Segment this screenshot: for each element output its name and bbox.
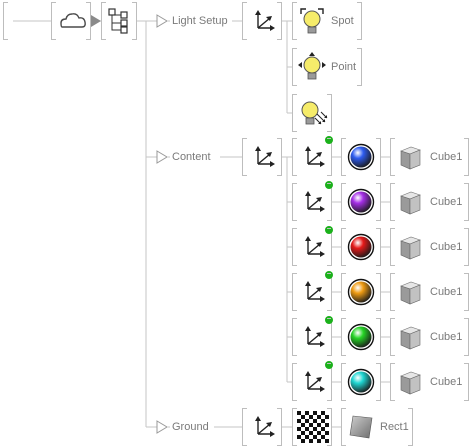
content-transform-node[interactable]: [242, 138, 282, 176]
item-transform-node[interactable]: [292, 361, 333, 401]
axis-transform-icon: [255, 416, 275, 437]
item-transform-node[interactable]: [292, 226, 333, 266]
cloud-camera-icon: [60, 13, 86, 28]
material-sphere-icon: [347, 323, 375, 351]
item-shape-label: Cube1: [430, 196, 463, 208]
item-shape-label: Cube1: [430, 241, 463, 253]
item-shape-node[interactable]: Cube1: [390, 318, 469, 356]
axis-transform-icon: [255, 146, 275, 167]
camera-node[interactable]: [51, 2, 91, 40]
item-material-node[interactable]: [341, 273, 381, 311]
item-shape-node[interactable]: Cube1: [390, 138, 469, 176]
rect-shape-icon: [349, 415, 373, 439]
cube-icon: [400, 326, 421, 350]
active-status-dot: [325, 181, 333, 189]
item-shape-label: Cube1: [430, 376, 463, 388]
axis-transform-icon: [305, 281, 325, 302]
material-sphere-icon: [347, 278, 375, 306]
axis-transform-icon: [305, 371, 325, 392]
group-label-content[interactable]: Content: [172, 151, 211, 163]
axis-transform-icon: [305, 191, 325, 212]
collapse-arrow-icon[interactable]: [156, 420, 168, 434]
material-sphere-icon: [347, 188, 375, 216]
active-status-dot: [325, 226, 333, 234]
spot-light-node[interactable]: Spot: [292, 2, 362, 40]
item-shape-label: Cube1: [430, 331, 463, 343]
ground-transform-node[interactable]: [242, 408, 282, 446]
item-transform-node[interactable]: [292, 181, 333, 221]
ground-shape-label: Rect1: [380, 421, 409, 433]
light-setup-transform-node[interactable]: [242, 2, 282, 40]
item-transform-node[interactable]: [292, 271, 333, 311]
item-shape-label: Cube1: [430, 286, 463, 298]
spot-light-label: Spot: [331, 15, 354, 27]
item-shape-node[interactable]: Cube1: [390, 183, 469, 221]
directional-light-node[interactable]: [292, 94, 332, 132]
cube-icon: [400, 281, 421, 305]
collapse-arrow-icon[interactable]: [156, 14, 168, 28]
point-light-bulb-icon: [298, 52, 326, 80]
spot-light-bulb-icon: [300, 8, 324, 34]
checker-texture-icon: [297, 411, 329, 443]
item-material-node[interactable]: [341, 363, 381, 401]
scene-hierarchy-icon: [108, 8, 128, 34]
cube-icon: [400, 371, 421, 395]
material-sphere-icon: [347, 143, 375, 171]
item-material-node[interactable]: [341, 183, 381, 221]
cube-icon: [400, 146, 421, 170]
point-light-node[interactable]: Point: [292, 48, 362, 86]
item-material-node[interactable]: [341, 138, 381, 176]
expand-arrow-icon[interactable]: [91, 15, 101, 27]
ground-shape-node[interactable]: Rect1: [341, 408, 413, 446]
item-shape-node[interactable]: Cube1: [390, 363, 469, 401]
item-transform-node[interactable]: [292, 316, 333, 356]
axis-transform-icon: [255, 10, 275, 31]
material-sphere-icon: [347, 368, 375, 396]
cube-icon: [400, 236, 421, 260]
axis-transform-icon: [305, 326, 325, 347]
item-material-node[interactable]: [341, 228, 381, 266]
active-status-dot: [325, 136, 333, 144]
axis-transform-icon: [305, 236, 325, 257]
item-transform-node[interactable]: [292, 136, 333, 176]
cube-icon: [400, 191, 421, 215]
group-label-ground[interactable]: Ground: [172, 421, 209, 433]
item-shape-node[interactable]: Cube1: [390, 273, 469, 311]
ground-texture-node[interactable]: [292, 408, 332, 446]
collapse-arrow-icon[interactable]: [156, 150, 168, 164]
item-shape-label: Cube1: [430, 151, 463, 163]
directional-light-bulb-icon: [301, 101, 328, 125]
root-node[interactable]: [3, 2, 13, 40]
scene-root-node[interactable]: [101, 2, 137, 40]
material-sphere-icon: [347, 233, 375, 261]
active-status-dot: [325, 361, 333, 369]
point-light-label: Point: [331, 61, 357, 73]
item-shape-node[interactable]: Cube1: [390, 228, 469, 266]
active-status-dot: [325, 316, 333, 324]
item-material-node[interactable]: [341, 318, 381, 356]
group-label-light-setup[interactable]: Light Setup: [172, 15, 228, 27]
active-status-dot: [325, 271, 333, 279]
axis-transform-icon: [305, 146, 325, 167]
